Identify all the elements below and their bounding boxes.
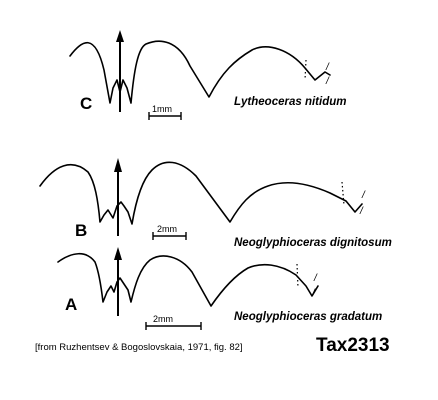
species-name-a: Neoglyphioceras gradatum	[234, 311, 382, 323]
species-name-b: Neoglyphioceras dignitosum	[234, 237, 392, 249]
panel-c: / / C 1mm Lytheoceras nitidum	[69, 30, 346, 120]
scale-label-c: 1mm	[152, 104, 172, 114]
taxon-id: Tax2313	[316, 335, 390, 356]
suture-line-b	[39, 161, 363, 225]
panel-label-a: A	[65, 295, 77, 314]
umbilical-mark-a: /	[313, 273, 318, 284]
suture-line-c	[69, 40, 331, 104]
arrowhead-b	[114, 158, 122, 172]
species-name-c: Lytheoceras nitidum	[234, 96, 346, 108]
arrowhead-c	[116, 30, 124, 42]
umbilical-mark-c: /	[325, 62, 330, 73]
umbilical-seam-b	[341, 181, 345, 206]
umbilical-seam-c	[304, 59, 307, 81]
umbilical-seam-a	[296, 263, 299, 289]
umbilical-mark-b: /	[361, 190, 366, 201]
panel-label-b: B	[75, 221, 87, 240]
umbilical-mark-c2: /	[325, 76, 330, 87]
umbilical-mark-b2: /	[359, 206, 364, 217]
panel-label-c: C	[80, 94, 92, 113]
panel-b: / / B 2mm Neoglyphioceras dignitosum	[39, 158, 392, 249]
scale-label-b: 2mm	[157, 224, 177, 234]
umbilical-mark-a2: /	[311, 288, 316, 299]
panel-a: / / A 2mm Neoglyphioceras gradatum	[57, 247, 382, 330]
scale-label-a: 2mm	[153, 314, 173, 324]
arrowhead-a	[114, 247, 122, 260]
source-citation: [from Ruzhentsev & Bogoslovskaia, 1971, …	[35, 342, 243, 353]
suture-line-a	[57, 252, 319, 307]
